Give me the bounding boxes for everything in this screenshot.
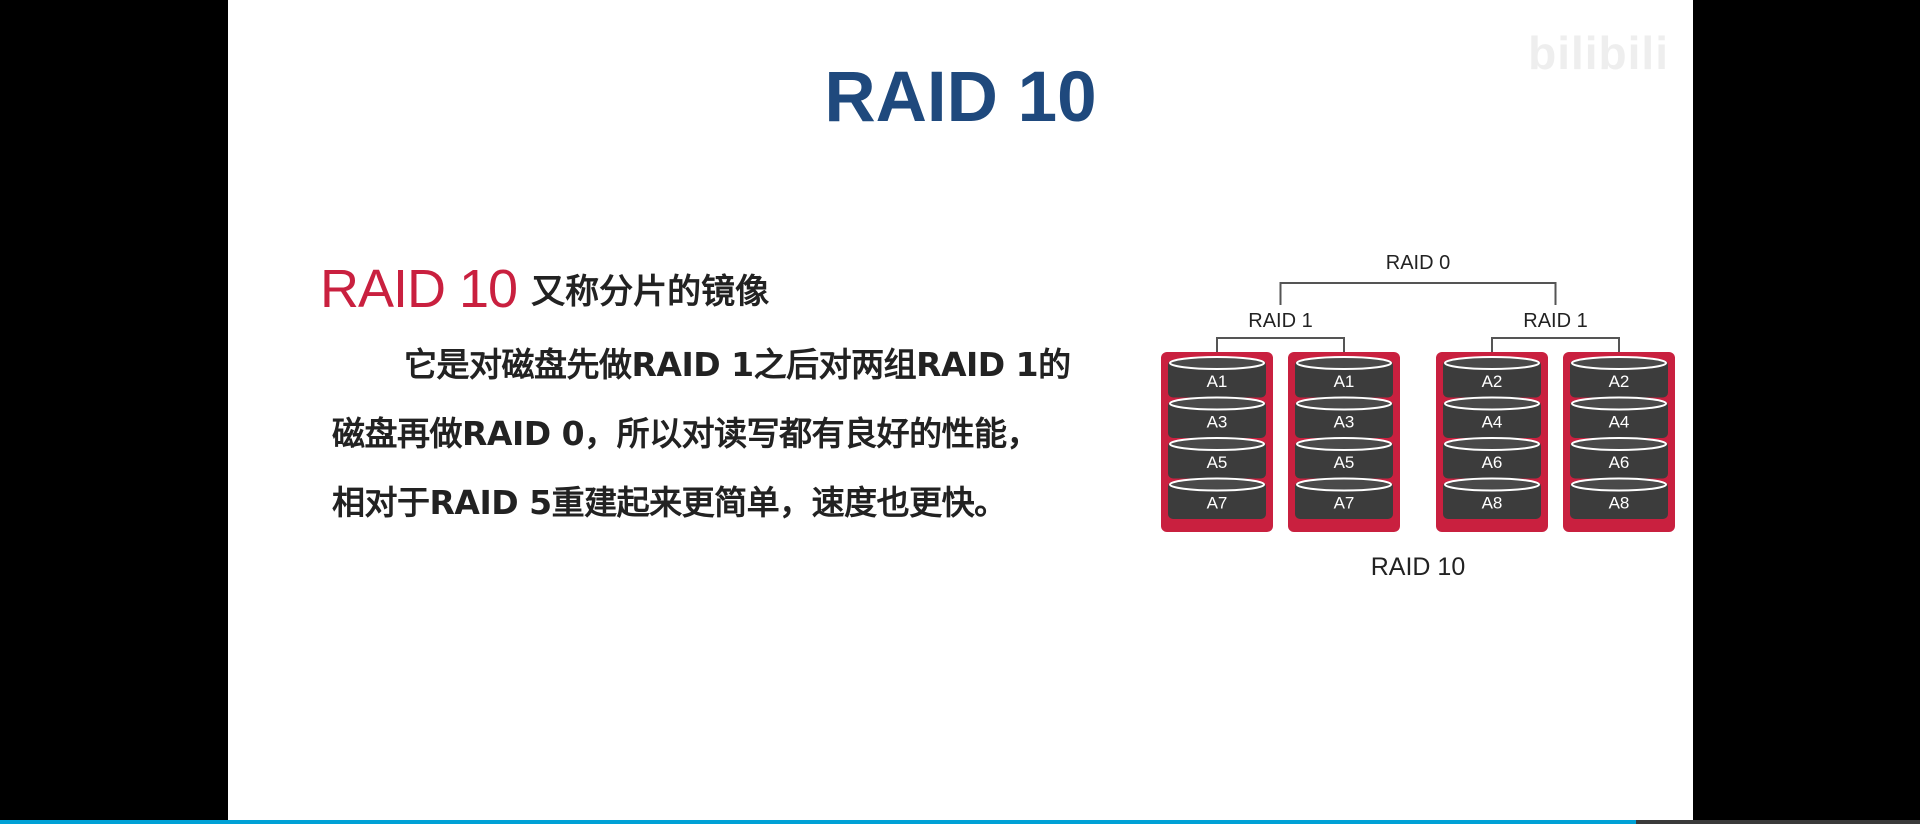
slide-title: RAID 10 [824, 58, 1097, 137]
platter-ring [1444, 396, 1540, 411]
disk-platter [1570, 441, 1668, 479]
raid1-label: RAID 1 [1523, 310, 1587, 332]
block-label: A5 [1207, 453, 1228, 472]
platter-ring [1169, 437, 1265, 451]
disk-platter [1570, 360, 1668, 398]
raid0-bracket [1279, 282, 1557, 305]
block-label: A4 [1609, 413, 1630, 432]
platter-ring [1444, 356, 1540, 370]
video-progress-fill [0, 820, 1636, 824]
disk-platter [1443, 360, 1541, 398]
disk-platter [1295, 400, 1393, 438]
disk-platter [1570, 481, 1668, 519]
platter-ring [1571, 356, 1667, 370]
platter-ring [1169, 396, 1265, 411]
platter-ring [1571, 396, 1667, 411]
block-label: A3 [1207, 413, 1228, 432]
block-label: A2 [1482, 372, 1503, 391]
block-label: A3 [1334, 413, 1355, 432]
slide-heading: RAID 10 又称分片的镜像 [320, 262, 769, 316]
block-label: A7 [1334, 494, 1355, 513]
raid10-label: RAID 10 [1371, 553, 1465, 581]
block-label: A6 [1609, 453, 1630, 472]
platter-ring [1169, 477, 1265, 492]
disk-platter [1295, 441, 1393, 479]
platter-ring [1296, 437, 1392, 451]
platter-ring [1444, 477, 1540, 492]
raid1-bracket [1491, 337, 1620, 364]
platter-ring [1571, 437, 1667, 451]
disk-platter [1295, 360, 1393, 398]
bilibili-watermark: bilibili [1528, 27, 1669, 79]
disk-platter [1295, 481, 1393, 519]
block-label: A4 [1482, 413, 1503, 432]
platter-ring [1296, 356, 1392, 370]
disk-platter [1168, 481, 1266, 519]
paragraph-line-2: 磁盘再做RAID 0，所以对读写都有良好的性能， [332, 414, 1040, 453]
heading-description: 又称分片的镜像 [531, 272, 770, 312]
block-label: A6 [1482, 453, 1503, 472]
disk-platter [1168, 441, 1266, 479]
paragraph-line-3: 相对于RAID 5重建起来更简单，速度也更快。 [332, 483, 1007, 522]
platter-ring [1571, 477, 1667, 492]
block-label: A1 [1334, 372, 1355, 391]
platter-ring [1296, 396, 1392, 411]
raid1-bracket [1216, 337, 1345, 364]
heading-raid-term: RAID 10 [320, 259, 518, 319]
platter-ring [1169, 356, 1265, 370]
slide: RAID 10 bilibili RAID 10 又称分片的镜像 它是对磁盘先做R… [228, 0, 1693, 824]
raid0-label: RAID 0 [1386, 252, 1450, 274]
platter-ring [1296, 477, 1392, 492]
block-label: A8 [1482, 494, 1503, 513]
disk-platter [1443, 400, 1541, 438]
block-label: A8 [1609, 494, 1630, 513]
raid1-label: RAID 1 [1248, 310, 1312, 332]
platter-ring [1444, 437, 1540, 451]
block-label: A1 [1207, 372, 1228, 391]
disk-platter [1570, 400, 1668, 438]
disk-platter [1168, 360, 1266, 398]
paragraph-line-1: 它是对磁盘先做RAID 1之后对两组RAID 1的 [404, 345, 1071, 384]
disk-platter [1443, 481, 1541, 519]
block-label: A2 [1609, 372, 1630, 391]
block-label: A7 [1207, 494, 1228, 513]
block-label: A5 [1334, 453, 1355, 472]
disk-platter [1168, 400, 1266, 438]
video-progress-bar[interactable] [0, 820, 1920, 824]
disk-platter [1443, 441, 1541, 479]
